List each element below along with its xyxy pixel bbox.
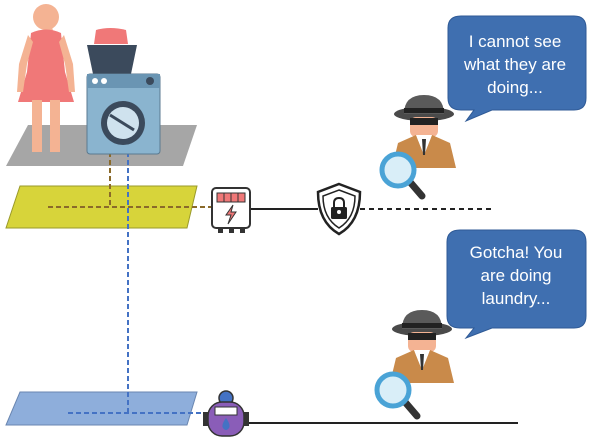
security-shield-icon	[316, 182, 362, 236]
magnifier-icon	[374, 371, 421, 420]
person-icon	[17, 4, 75, 152]
speech-bubble-bottom	[446, 229, 587, 340]
speech-bubble-top-text: I cannot see what they are doing...	[463, 32, 567, 97]
water-connection	[68, 152, 212, 414]
water-plane	[5, 391, 198, 426]
speech-bubble-bottom-text: Gotcha! You are doing laundry...	[469, 243, 563, 308]
electric-plane	[5, 185, 198, 229]
magnifier-icon	[379, 151, 426, 200]
electricity-meter-icon	[211, 187, 251, 233]
washing-machine-icon	[86, 28, 161, 155]
electric-connection	[48, 152, 212, 208]
spy-icon	[390, 310, 454, 383]
water-meter-icon	[203, 390, 249, 437]
speech-bubble-top	[447, 15, 587, 123]
